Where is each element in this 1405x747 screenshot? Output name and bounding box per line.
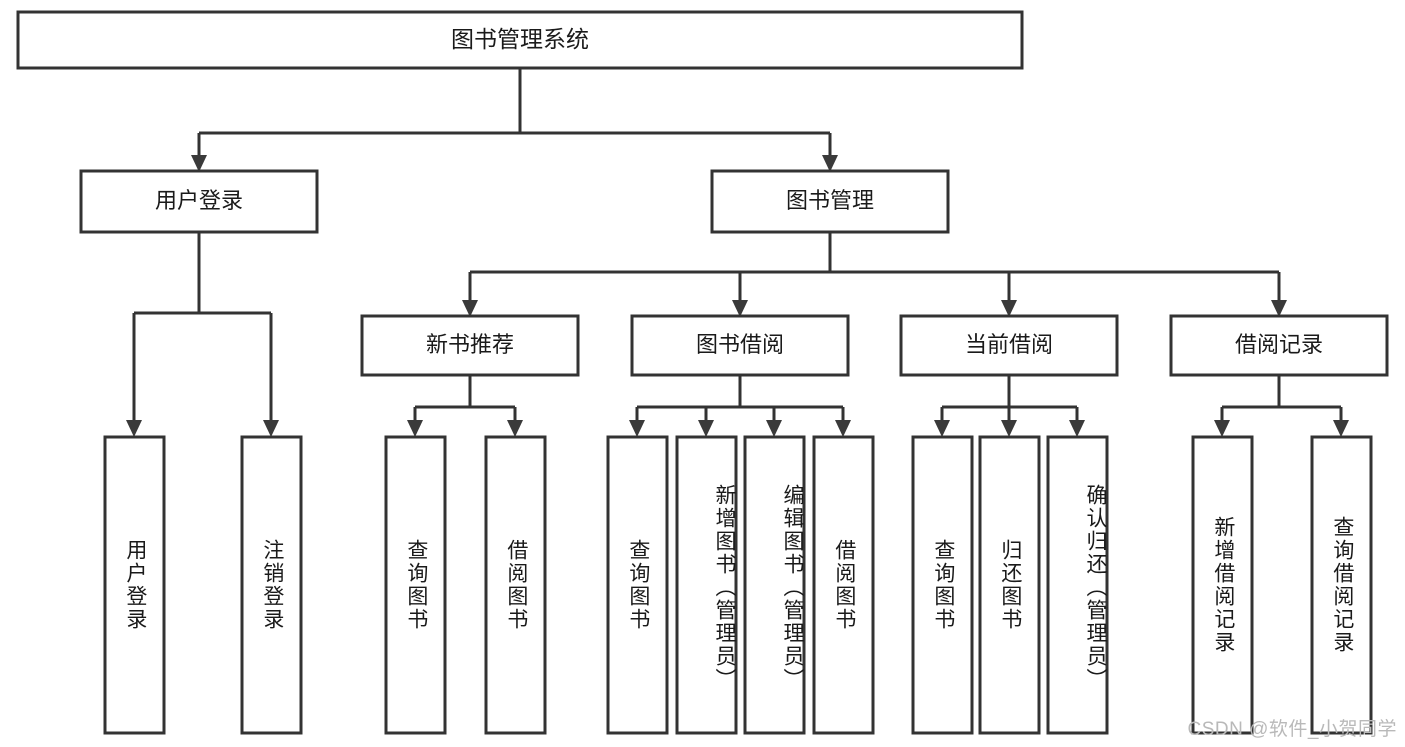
arrow-to-book-borrow <box>732 300 748 317</box>
node-book-mgmt-label: 图书管理 <box>786 188 874 213</box>
arrow-to-new-book <box>462 300 478 317</box>
node-book-borrow-label: 图书借阅 <box>696 332 784 357</box>
arrow-to-current-borrow <box>1001 300 1017 317</box>
node-book-borrow-box[interactable] <box>630 314 850 377</box>
arrow-new-book-leaf1 <box>407 420 423 437</box>
node-borrow-record-box[interactable] <box>1169 314 1389 377</box>
arrow-borrow-record-leaf2 <box>1333 420 1349 437</box>
leaf-box-current-borrow-1[interactable] <box>911 435 974 735</box>
arrow-book-borrow-leaf3 <box>766 420 782 437</box>
csdn-watermark: CSDN @软件_小贺同学 <box>1187 719 1397 740</box>
node-root-label: 图书管理系统 <box>451 26 589 52</box>
arrow-borrow-record-leaf1 <box>1214 420 1230 437</box>
node-user-login-label: 用户登录 <box>155 188 243 213</box>
node-current-borrow-box[interactable] <box>899 314 1119 377</box>
arrow-user-login-leaf2 <box>263 420 279 437</box>
leaf-box-user-login-1[interactable] <box>103 435 166 735</box>
arrow-current-borrow-leaf1 <box>934 420 950 437</box>
node-new-book-box[interactable] <box>360 314 580 377</box>
leaf-box-new-book-1[interactable] <box>384 435 447 735</box>
arrow-current-borrow-leaf3 <box>1069 420 1085 437</box>
node-borrow-record-label: 借阅记录 <box>1235 332 1323 357</box>
leaf-box-current-borrow-3[interactable] <box>1046 435 1109 735</box>
arrow-to-user-login <box>191 155 207 172</box>
leaf-box-book-borrow-4[interactable] <box>812 435 875 735</box>
leaf-box-new-book-2[interactable] <box>484 435 547 735</box>
leaf-box-borrow-record-2[interactable] <box>1310 435 1373 735</box>
node-user-login-box[interactable] <box>79 169 319 234</box>
arrow-user-login-leaf1 <box>126 420 142 437</box>
arrow-book-borrow-leaf4 <box>835 420 851 437</box>
arrow-to-book-mgmt <box>822 155 838 172</box>
arrow-new-book-leaf2 <box>507 420 523 437</box>
node-root-box[interactable] <box>16 10 1024 70</box>
arrow-book-borrow-leaf2 <box>698 420 714 437</box>
leaf-box-user-login-2[interactable] <box>240 435 303 735</box>
leaf-box-book-borrow-3[interactable] <box>743 435 806 735</box>
arrow-book-borrow-leaf1 <box>629 420 645 437</box>
node-current-borrow-label: 当前借阅 <box>965 332 1053 357</box>
leaf-box-current-borrow-2[interactable] <box>978 435 1041 735</box>
arrow-current-borrow-leaf2 <box>1001 420 1017 437</box>
leaf-box-borrow-record-1[interactable] <box>1191 435 1254 735</box>
arrow-to-borrow-record <box>1271 300 1287 317</box>
leaf-box-book-borrow-1[interactable] <box>606 435 669 735</box>
node-book-mgmt-box[interactable] <box>710 169 950 234</box>
node-new-book-label: 新书推荐 <box>426 332 514 357</box>
leaf-box-book-borrow-2[interactable] <box>675 435 738 735</box>
